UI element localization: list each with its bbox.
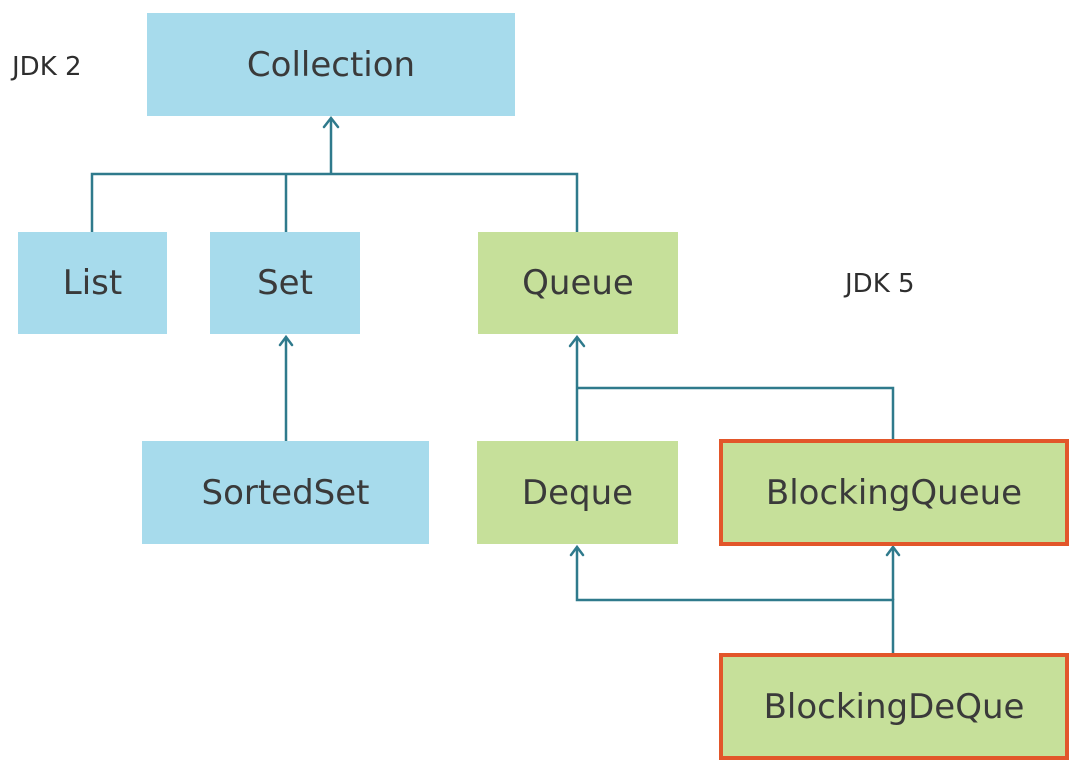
- node-sortedset: SortedSet: [142, 441, 429, 544]
- jdk2-label: JDK 2: [12, 52, 82, 82]
- edge-queue-to-collection: [331, 172, 579, 232]
- node-blockingdeque: BlockingDeQue: [719, 653, 1069, 760]
- node-blockingqueue: BlockingQueue: [719, 439, 1069, 546]
- arrowhead-queue: [568, 334, 586, 348]
- node-queue: Queue: [478, 232, 678, 334]
- arrowhead-collection: [322, 115, 340, 129]
- arrowhead-deque: [569, 544, 585, 557]
- edge-blockingdeque-to-deque: [575, 548, 895, 656]
- node-deque: Deque: [477, 441, 678, 544]
- arrowhead-set: [278, 334, 294, 347]
- node-list: List: [18, 232, 167, 334]
- node-set: Set: [210, 232, 360, 334]
- edge-list-to-collection: [90, 172, 331, 232]
- arrowhead-blockingqueue: [885, 544, 901, 557]
- jdk5-label: JDK 5: [845, 269, 915, 299]
- node-collection: Collection: [147, 13, 515, 116]
- edge-blockingqueue-to-queue: [577, 386, 895, 441]
